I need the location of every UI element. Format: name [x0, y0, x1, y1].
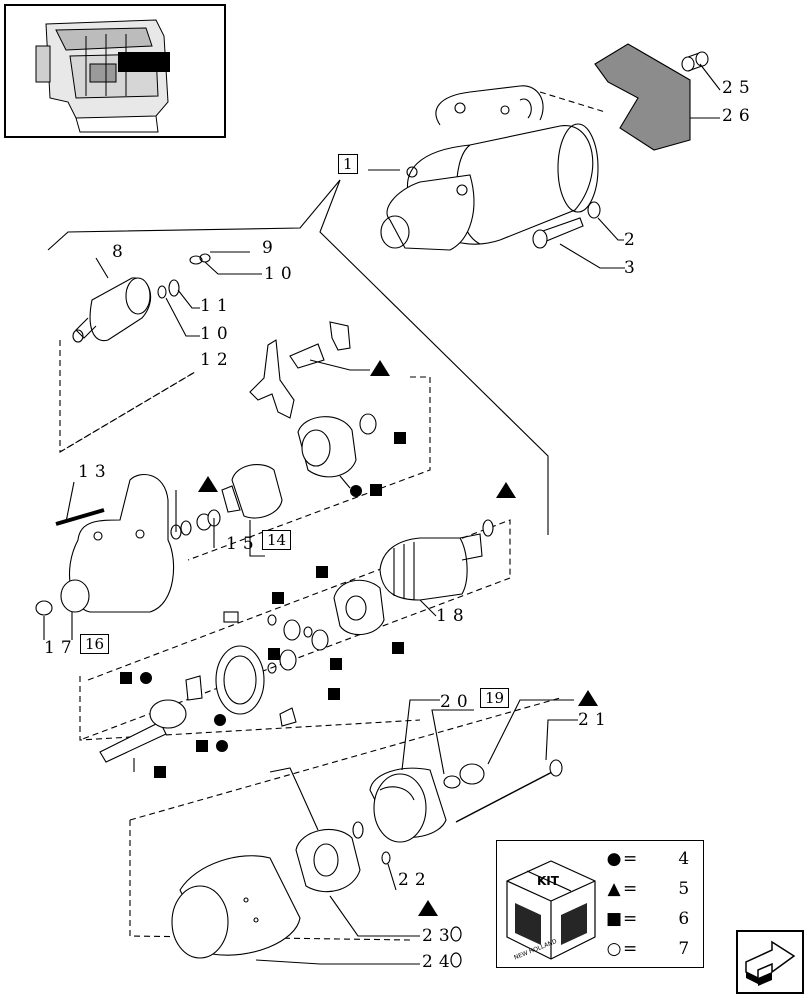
solenoid-part-8 [72, 277, 152, 343]
kit-symbols [120, 360, 598, 916]
callout-26: 26 [722, 106, 756, 126]
legend-row-5: ▲=5 [607, 879, 690, 899]
callout-13: 13 [78, 462, 112, 482]
starter-motor-assembly [380, 85, 599, 251]
bushing-part-25 [681, 51, 709, 72]
kit-legend: KIT NEW HOLLAND ●=4 ▲=5 ■=6 ○=7 [496, 840, 704, 968]
intermediate-bearing [297, 416, 357, 478]
bushing-part-17 [35, 600, 53, 616]
kit-box-icon: KIT NEW HOLLAND [506, 860, 596, 961]
callout-9: 9 [262, 238, 279, 258]
callout-24: 24 [422, 952, 456, 972]
frame-part-24 [171, 855, 301, 959]
highlight-starter-block [118, 52, 170, 72]
bushing-part-19 [459, 763, 485, 785]
engine-thumbnail-icon [35, 19, 170, 133]
callout-11: 11 [200, 296, 234, 316]
callout-23: 23 [422, 926, 456, 946]
kit-label: KIT [537, 874, 560, 888]
bracket-part [289, 321, 351, 369]
washer-part-2 [587, 201, 601, 219]
next-page-arrow-icon [745, 940, 796, 986]
washer-part-11 [157, 285, 167, 299]
legend-row-4: ●=4 [606, 849, 690, 869]
callout-20: 20 [440, 692, 474, 712]
callout-17: 17 [44, 638, 78, 658]
callout-8: 8 [112, 242, 129, 262]
callout-3: 3 [624, 258, 641, 278]
engine-thumbnail [4, 4, 226, 138]
bearing-plate [333, 579, 385, 636]
callout-21: 21 [578, 710, 612, 730]
legend-row-7: ○=7 [606, 939, 690, 959]
callout-22: 22 [398, 870, 432, 890]
callout-12: 12 [200, 350, 234, 370]
drive-housing [60, 473, 175, 613]
callout-10b: 10 [200, 324, 234, 344]
end-cap-part-20 [369, 767, 447, 843]
output-shaft [99, 699, 187, 772]
tie-rod-part-21 [549, 759, 563, 777]
next-page-button[interactable] [736, 930, 804, 994]
washer-part-9 [189, 255, 203, 265]
washer-part-10b [168, 279, 180, 297]
callout-15: 15 [226, 534, 260, 554]
bolt-part-3 [532, 217, 584, 249]
callout-2: 2 [624, 230, 641, 250]
cover-part-26 [594, 43, 691, 151]
ring-gear [215, 645, 265, 715]
callout-10a: 10 [264, 264, 298, 284]
planet-gears [267, 614, 329, 674]
callout-box-19: 19 [480, 688, 510, 708]
legend-row-6: ■=6 [605, 909, 690, 929]
clip-part [223, 611, 239, 623]
callout-18: 18 [436, 606, 470, 626]
callout-box-16: 16 [80, 634, 110, 654]
pinion-part-14 [221, 464, 283, 519]
callout-box-1: 1 [338, 154, 358, 174]
callout-25: 25 [722, 78, 756, 98]
armature-part-18 [379, 533, 483, 601]
callout-box-14: 14 [262, 530, 292, 550]
brush-holder-part-23 [269, 767, 361, 893]
fork-lever-part-12 [249, 339, 295, 419]
